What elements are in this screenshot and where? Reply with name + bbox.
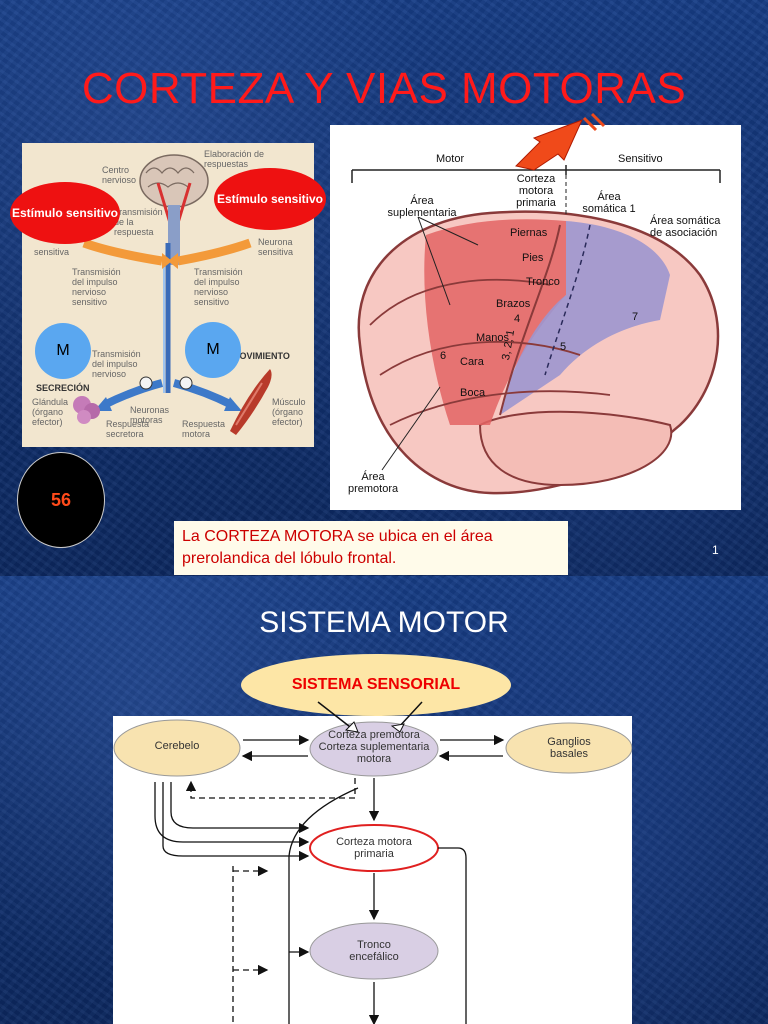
slide-number-badge: 56 bbox=[17, 452, 105, 548]
m-circle-left: M bbox=[35, 323, 91, 379]
label-transmision-respuesta: Transmisión de la respuesta bbox=[114, 207, 163, 237]
label-pies: Pies bbox=[522, 252, 544, 264]
m-circle-right: M bbox=[185, 322, 241, 378]
label-transmision-impulso: Transmisión del impulso nervioso bbox=[92, 349, 141, 379]
label-neuronas-motoras: Neuronas motoras bbox=[130, 405, 170, 425]
node-ganglios: Ganglios basales bbox=[547, 736, 591, 760]
label-area-suplementaria: Área suplementaria bbox=[387, 195, 457, 219]
label-secrecion: SECRECIÓN bbox=[36, 383, 90, 393]
slide-sistema-motor: SISTEMA MOTOR SISTEMA SENSORIAL bbox=[0, 576, 768, 1024]
slide-title: CORTEZA Y VIAS MOTORAS bbox=[81, 64, 687, 113]
stimulus-oval-right: Estímulo sensitivo bbox=[214, 168, 326, 230]
header-motor: Motor bbox=[436, 153, 465, 165]
slide-title-2: SISTEMA MOTOR bbox=[259, 606, 509, 639]
label-transmision-sensitivo-left: Transmisión del impulso nervioso sensiti… bbox=[72, 267, 121, 307]
label-musculo: Músculo (órgano efector) bbox=[272, 397, 306, 427]
header-sensitivo: Sensitivo bbox=[618, 153, 663, 165]
label-neurona-sensitiva-left: sensitiva bbox=[34, 247, 70, 257]
pointer-arrow-icon bbox=[515, 112, 606, 171]
flow-drawing bbox=[113, 719, 633, 1024]
label-elaboracion: Elaboración de respuestas bbox=[204, 149, 265, 169]
label-n4: 4 bbox=[514, 313, 521, 325]
stimulus-oval-left: Estímulo sensitivo bbox=[10, 182, 120, 244]
label-area-premotora: Área premotora bbox=[348, 471, 399, 495]
label-area-somatica-1: Área somática 1 bbox=[582, 191, 636, 215]
cortex-drawing bbox=[351, 165, 721, 495]
node-tronco: Tronco encefálico bbox=[349, 939, 399, 963]
label-cara: Cara bbox=[460, 356, 484, 368]
label-movimiento: MOVIMIENTO bbox=[232, 351, 290, 361]
motor-flow-diagram: Cerebelo Corteza premotora Corteza suple… bbox=[113, 716, 633, 1024]
sistema-sensorial-oval: SISTEMA SENSORIAL bbox=[241, 654, 511, 716]
label-n7: 7 bbox=[632, 311, 639, 323]
node-cerebelo: Cerebelo bbox=[154, 740, 200, 752]
muscle-icon bbox=[230, 369, 272, 435]
label-respuesta-motora: Respuesta motora bbox=[182, 419, 226, 439]
label-boca: Boca bbox=[460, 387, 486, 399]
label-n5: 5 bbox=[560, 341, 567, 353]
node-primaria: Corteza motora primaria bbox=[336, 836, 412, 860]
label-respuesta-secretora: Respuesta secretora bbox=[106, 419, 150, 439]
page-number: 1 bbox=[712, 543, 719, 557]
gland-icon bbox=[73, 396, 100, 424]
pathway-drawing bbox=[73, 154, 272, 435]
label-piernas: Piernas bbox=[510, 227, 548, 239]
label-corteza-motora: Corteza motora primaria bbox=[516, 173, 556, 209]
label-centro-nervioso: Centro nervioso bbox=[102, 165, 137, 185]
sensorial-arrows-icon bbox=[317, 701, 423, 733]
caption-box: La CORTEZA MOTORA se ubica en el área pr… bbox=[174, 521, 568, 575]
label-area-somatica-asociacion: Área somática de asociación bbox=[650, 215, 721, 239]
label-transmision-sensitivo-right: Transmisión del impulso nervioso sensiti… bbox=[194, 267, 243, 307]
label-manos: Manos bbox=[476, 332, 510, 344]
label-tronco: Tronco bbox=[526, 276, 560, 288]
label-glandula: Glándula (órgano efector) bbox=[32, 397, 69, 427]
node-premotora: Corteza premotora Corteza suplementaria … bbox=[318, 729, 430, 765]
label-n6: 6 bbox=[440, 350, 447, 362]
cortex-figure: Motor Sensitivo Corteza motora primaria … bbox=[330, 125, 741, 510]
slide-corteza: CORTEZA Y VIAS MOTORAS bbox=[0, 0, 768, 576]
label-neurona-sensitiva-right: Neurona sensitiva bbox=[258, 237, 294, 257]
label-brazos: Brazos bbox=[496, 298, 531, 310]
